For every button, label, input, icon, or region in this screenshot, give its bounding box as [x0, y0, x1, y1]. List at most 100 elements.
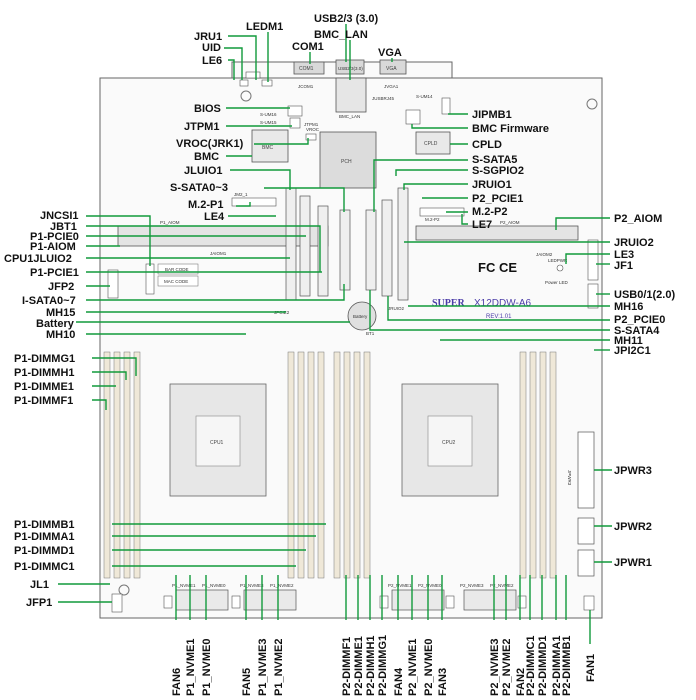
- brand-logo: SUPER: [432, 298, 466, 309]
- callout-c1: P1-DIMMC1: [14, 561, 75, 573]
- callout-jruio1: JRUIO1: [472, 179, 512, 191]
- bar-code-area: [157, 263, 199, 275]
- callout-jruio2: JRUIO2: [614, 237, 654, 249]
- callout-jtpm1: JTPM1: [184, 121, 219, 133]
- callout-jl1: JL1: [30, 579, 49, 591]
- mounting-hole-1: [240, 90, 252, 102]
- callout-jpwr3: JPWR3: [614, 465, 652, 477]
- model-name: X12DDW-A6: [474, 298, 531, 309]
- fan6-header: [163, 595, 173, 609]
- p1-dimm-right-slot-2: [297, 351, 305, 579]
- p1-dimm-left-slot-2: [113, 351, 121, 579]
- p2-nvme3-board-label: P2_NVME3: [460, 583, 484, 588]
- callout-jpwr1: JPWR1: [614, 557, 652, 569]
- jpwr1-connector: [577, 549, 595, 577]
- leader-le3: [565, 253, 610, 264]
- callout-jbt1: JBT1: [50, 221, 77, 233]
- callout-le6: LE6: [202, 55, 222, 67]
- callout-battery: Battery: [36, 318, 75, 330]
- p2-dimm-right-slot-3: [539, 351, 547, 579]
- fan2-header: [517, 595, 527, 609]
- ledpwr-label: LEDPWR: [548, 258, 568, 263]
- p2-dimm-right-slot-4: [549, 351, 557, 579]
- callout-bottom-p1-nvme1: P1_NVME1: [185, 639, 197, 696]
- leader-ssata03: [264, 187, 345, 212]
- callout-g1: P1-DIMMG1: [14, 353, 75, 365]
- p1-nvme-0-1-connector: [175, 589, 229, 611]
- callout-le3: LE3: [614, 249, 634, 261]
- p2-nvme0-board-label: P2_NVME0: [418, 583, 442, 588]
- usb01-header: [587, 283, 599, 309]
- callout-le7: LE7: [472, 219, 492, 231]
- jncsi1-header: [145, 263, 155, 295]
- callout-e1: P1-DIMME1: [14, 381, 74, 393]
- fan3-header: [445, 595, 455, 609]
- callout-d1: P1-DIMMD1: [14, 545, 75, 557]
- power-led-label: Power LED: [545, 280, 569, 285]
- callout-vga: VGA: [378, 47, 402, 59]
- jf1-header: [587, 239, 599, 281]
- vga-port-label: VGA: [386, 66, 397, 72]
- callout-bmcfw: BMC Firmware: [472, 123, 549, 135]
- fcc-ce-mark: FC CE: [478, 260, 517, 275]
- jtpm1-label: JTPM1: [304, 122, 319, 127]
- callout-p2aiom: P2_AIOM: [614, 213, 662, 225]
- p2-nvme1-board-label: P2_NVME1: [388, 583, 412, 588]
- leader-p2pcie0: [387, 296, 610, 321]
- callout-m2p2: M.2-P2: [472, 206, 507, 218]
- jpwr2-connector: [577, 517, 595, 545]
- fan5-header: [231, 595, 241, 609]
- bmc-lan-label: BMC_LAN: [339, 114, 360, 119]
- callout-mh10: MH10: [46, 329, 75, 341]
- callout-mh15: MH15: [46, 307, 75, 319]
- battery-cell: [347, 301, 377, 331]
- p1-pcie0-slot: [299, 195, 311, 297]
- pch-chip: [319, 131, 377, 189]
- callout-bottom-p1-nvme3: P1_NVME3: [257, 639, 269, 696]
- callout-bottom-p1-nvme0: P1_NVME0: [201, 639, 213, 696]
- p1-nvme1-board-label: P1_NVME1: [172, 583, 196, 588]
- mounting-hole-2: [118, 584, 130, 596]
- p2-dimm-left-slot-2: [343, 351, 351, 579]
- p2-nvme-0-1-connector: [391, 589, 445, 611]
- callout-mh11: MH11: [614, 335, 643, 347]
- jaiom2-label: JAIOM2: [536, 252, 553, 257]
- callout-p1pcie0: P1-PCIE0: [30, 231, 79, 243]
- callout-uid: UID: [202, 42, 221, 54]
- leader-jruio1: [403, 183, 468, 190]
- callout-bottom-p2-nvme1: P2_NVME1: [407, 639, 419, 696]
- vroc-label: VROC: [306, 127, 320, 132]
- callout-a1: P1-DIMMA1: [14, 531, 75, 543]
- jcom1-label: JCOM1: [298, 84, 314, 89]
- callout-ssata5: S-SATA5: [472, 154, 517, 166]
- cpu1-label: CPU1: [210, 440, 224, 446]
- callout-jpi2c1: JPI2C1: [614, 345, 651, 357]
- callout-bios: BIOS: [194, 103, 221, 115]
- leader-jbt1: [86, 225, 321, 272]
- mounting-hole-3: [586, 98, 598, 110]
- callout-le4: LE4: [204, 211, 225, 223]
- leader-f1: [92, 399, 107, 410]
- bmc-chip: [251, 129, 289, 163]
- jpwr3-board-label: JPWR3: [567, 470, 572, 486]
- p1-dimm-right-slot-4: [317, 351, 325, 579]
- p1-pcie1-slot: [317, 205, 329, 297]
- leader-uid: [224, 47, 243, 80]
- p1-dimm-left-slot-1: [103, 351, 111, 579]
- callout-bottom-p2-dimmg1: P2-DIMMG1: [377, 635, 389, 696]
- power-led: [556, 264, 564, 272]
- callout-jluio1: JLUIO1: [184, 165, 223, 177]
- jruio2-board-label: JRUIO2: [388, 306, 405, 311]
- s-um14-label: S-UM14: [416, 94, 433, 99]
- callout-bottom-fan4: FAN4: [393, 667, 405, 696]
- callout-f1: P1-DIMMF1: [14, 395, 73, 407]
- bios-chip: [287, 105, 303, 117]
- cpld-chip-label: CPLD: [424, 141, 438, 147]
- bmc-chip-label: BMC: [262, 145, 274, 151]
- cpu1-die: [195, 415, 241, 467]
- p1-aiom-label: P1_AIOM: [160, 220, 180, 225]
- callout-cpld: CPLD: [472, 139, 502, 151]
- callout-jfp2: JFP2: [48, 281, 74, 293]
- callout-ssgpio2: S-SGPIO2: [472, 165, 524, 177]
- isata0-7-connector: [365, 209, 377, 291]
